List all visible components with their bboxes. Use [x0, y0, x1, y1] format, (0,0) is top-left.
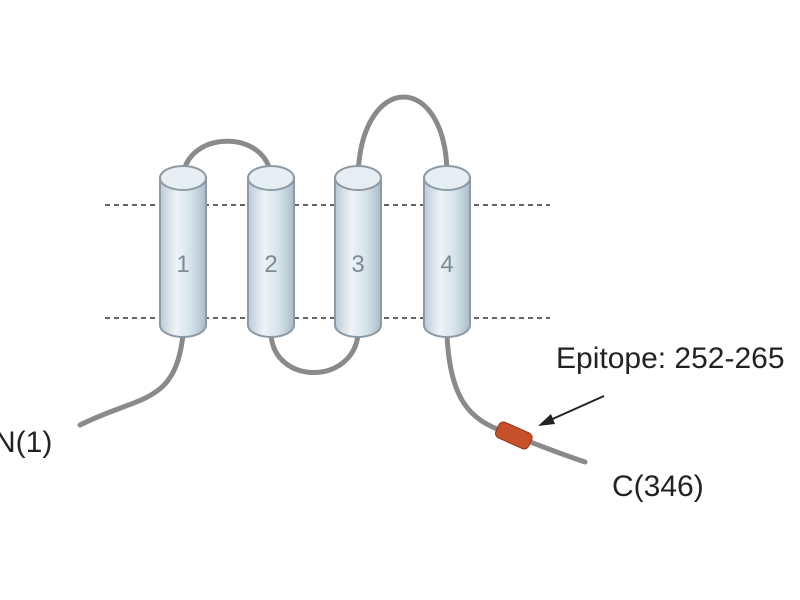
helix-1-body — [159, 177, 207, 338]
helix-1-label: 1 — [176, 251, 189, 278]
n-terminal-tail — [77, 332, 186, 428]
helix-3-body — [334, 177, 382, 338]
helix-2: 2 — [247, 165, 295, 338]
helix-4: 4 — [423, 165, 471, 338]
helix-2-top — [247, 165, 295, 191]
polypeptide-chain — [77, 94, 588, 465]
helix-2-body — [247, 177, 295, 338]
helix-1-top — [159, 165, 207, 191]
n-terminus-label: N(1) — [0, 426, 52, 459]
helix-4-top — [423, 165, 471, 191]
loop-3-4 — [355, 94, 450, 181]
helix-3-label: 3 — [351, 251, 364, 278]
helix-3: 3 — [334, 165, 382, 338]
helix-4-label: 4 — [440, 251, 453, 278]
c-terminus-label: C(346) — [612, 470, 704, 503]
helix-2-label: 2 — [264, 251, 277, 278]
epitope-arrow — [538, 395, 605, 426]
loop-1-2 — [180, 138, 274, 181]
epitope-marker — [494, 421, 533, 450]
epitope-label: Epitope: 252-265 — [556, 342, 785, 375]
helix-1: 1 — [159, 165, 207, 338]
helix-4-body — [423, 177, 471, 338]
loop-2-3 — [268, 332, 361, 375]
helix-3-top — [334, 165, 382, 191]
